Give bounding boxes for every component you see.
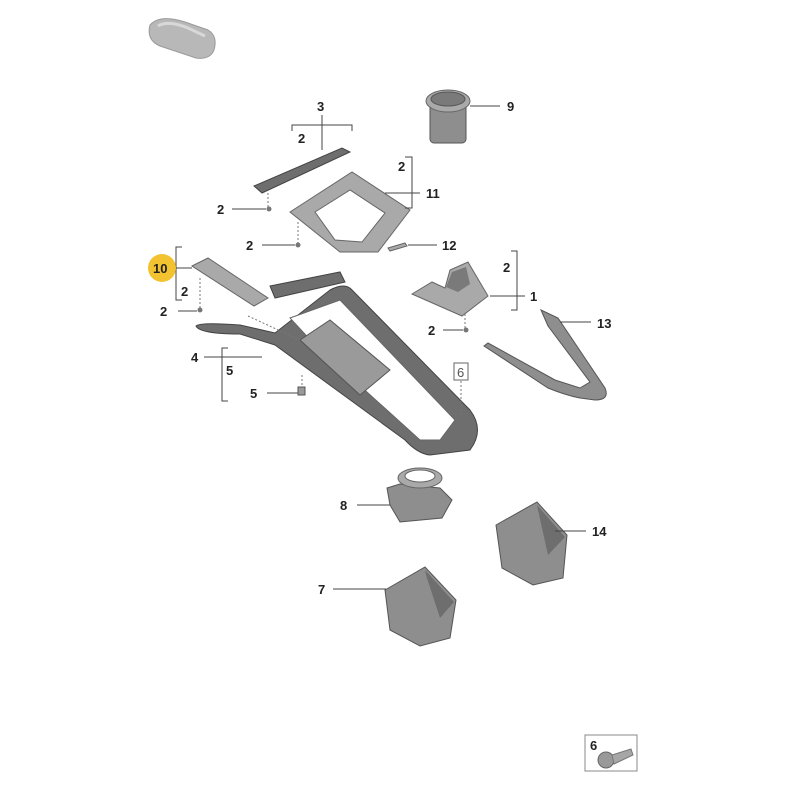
callout-3[interactable]: 3 <box>317 99 324 114</box>
callout-13[interactable]: 13 <box>597 316 611 331</box>
part-5-clip <box>297 386 306 396</box>
callout-5-b[interactable]: 5 <box>250 386 257 401</box>
callout-2-screw-d[interactable]: 2 <box>428 323 435 338</box>
detail-box-6: 6 <box>584 734 638 772</box>
callout-2-1[interactable]: 2 <box>503 260 510 275</box>
part-11-shift-frame <box>289 171 411 253</box>
callout-9[interactable]: 9 <box>507 99 514 114</box>
part-1-shifter-cover <box>410 261 489 317</box>
detail-ref-box-6 <box>453 362 469 381</box>
vehicle-silhouette-icon <box>148 18 216 59</box>
console-main-frame <box>195 271 478 456</box>
screw-icon <box>597 751 615 769</box>
callout-2-top[interactable]: 2 <box>298 131 305 146</box>
part-9-rotary-knob <box>425 89 471 144</box>
part-10-trim-panel <box>190 257 269 307</box>
callout-2-screw-c[interactable]: 2 <box>160 304 167 319</box>
callout-10-highlight <box>148 254 176 282</box>
callout-10[interactable]: 10 <box>153 261 167 276</box>
callout-5-a[interactable]: 5 <box>226 363 233 378</box>
callout-4[interactable]: 4 <box>191 350 199 365</box>
part-3-trim-strip <box>253 147 352 194</box>
detail-box-label[interactable]: 6 <box>590 738 597 753</box>
callout-7[interactable]: 7 <box>318 582 325 597</box>
part-8-cup-holder-insert <box>386 467 453 523</box>
callout-2-11[interactable]: 2 <box>398 159 405 174</box>
callout-1[interactable]: 1 <box>530 289 537 304</box>
part-14-storage-bin <box>495 501 568 586</box>
part-12-clip <box>387 242 408 252</box>
callout-14[interactable]: 14 <box>592 524 607 539</box>
callout-6[interactable]: 6 <box>457 365 464 380</box>
part-7-storage-bin <box>384 566 457 647</box>
part-13-trim-bezel <box>483 308 607 401</box>
callout-8[interactable]: 8 <box>340 498 347 513</box>
callout-2-screw-a[interactable]: 2 <box>217 202 224 217</box>
callout-2-screw-b[interactable]: 2 <box>246 238 253 253</box>
callout-2-10[interactable]: 2 <box>181 284 188 299</box>
callout-12[interactable]: 12 <box>442 238 456 253</box>
callout-11[interactable]: 11 <box>426 186 440 201</box>
